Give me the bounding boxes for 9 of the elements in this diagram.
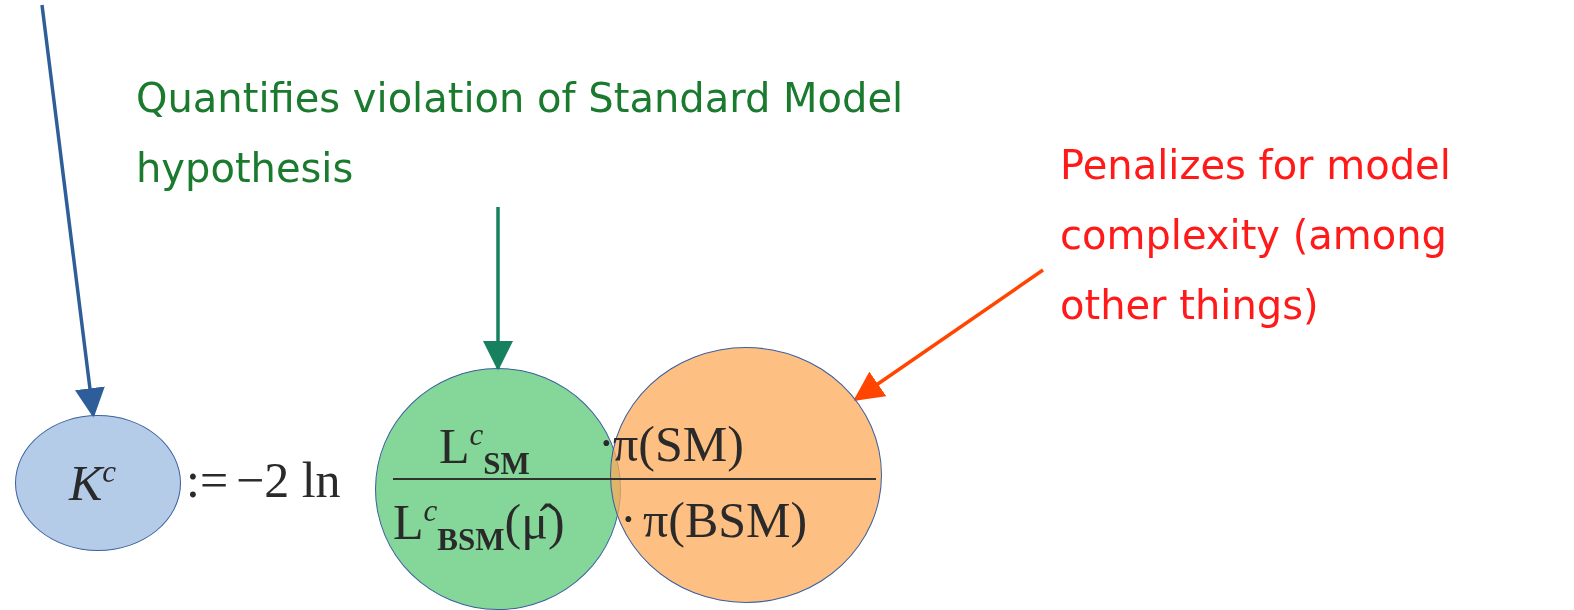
arrow — [483, 207, 513, 371]
arrow — [853, 268, 1044, 401]
formula-symbol: · — [620, 494, 637, 544]
formula-term: L$^{c}$$_{BSM}$(μ̂) — [393, 495, 565, 555]
annotation-text: Quantifies violation of Standard Model hypothesis — [136, 74, 905, 193]
formula-symbol: := — [186, 455, 229, 505]
annotation-text: Penalizes for model complexity (among other things) — [1060, 141, 1452, 330]
formula-term: K$^{c}$ — [69, 456, 117, 508]
formula-symbol: −2 ln — [236, 455, 341, 505]
